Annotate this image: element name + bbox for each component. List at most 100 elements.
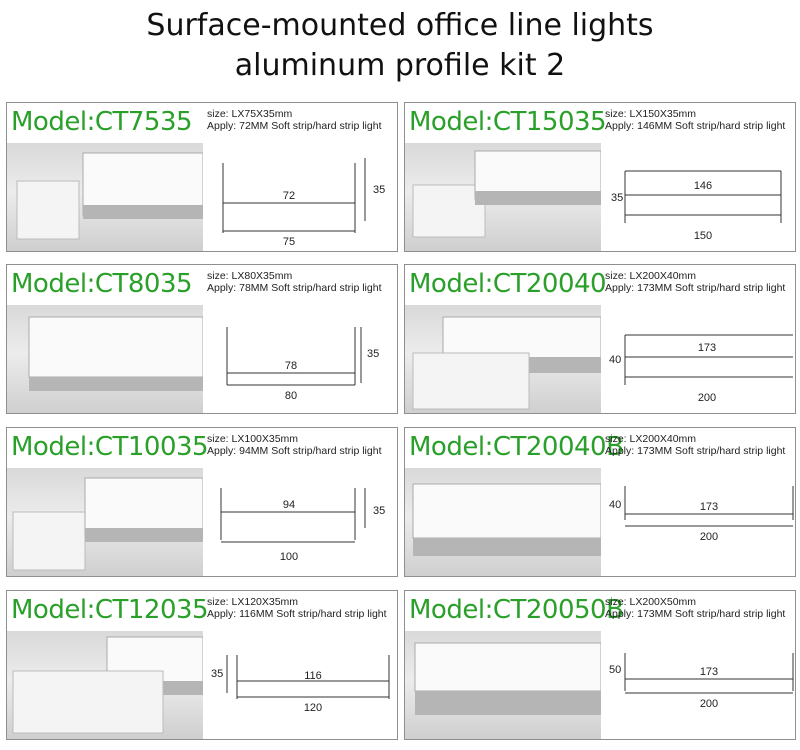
- height-label: 35: [611, 192, 623, 204]
- page-title-line-1: Surface-mounted office line lights: [146, 8, 654, 43]
- height-label: 35: [367, 348, 379, 360]
- cross-section-svg: 173 200 40: [609, 334, 793, 404]
- spec-text: size: LX150X35mm Apply: 146MM Soft strip…: [605, 108, 785, 132]
- cross-section-diagram: 72 75 35: [205, 143, 397, 251]
- card-header: Model:CT15035 size: LX150X35mm Apply: 14…: [405, 103, 795, 141]
- outer-width-label: 75: [283, 236, 295, 248]
- inner-width-label: 72: [283, 190, 295, 202]
- cross-section-svg: 78 80 35: [226, 327, 379, 402]
- spec-text: size: LX80X35mm Apply: 78MM Soft strip/h…: [207, 270, 382, 294]
- cross-section-diagram: 173 200 40: [603, 305, 795, 413]
- cross-section-svg: 94 100 35: [220, 488, 385, 563]
- cross-section-svg: 173 200 50: [609, 653, 794, 710]
- spec-text: size: LX200X40mm Apply: 173MM Soft strip…: [605, 433, 785, 457]
- cross-section-svg: 116 120 35: [211, 655, 390, 714]
- size-text: size: LX200X40mm: [605, 433, 697, 445]
- model-name: Model:CT20040B: [409, 432, 624, 462]
- inner-width-label: 78: [285, 360, 297, 372]
- inner-width-label: 173: [698, 342, 716, 354]
- model-name: Model:CT20040: [409, 269, 607, 299]
- profile-photo: [7, 305, 203, 413]
- card-header: Model:CT20040B size: LX200X40mm Apply: 1…: [405, 428, 795, 466]
- size-text: size: LX200X50mm: [605, 596, 697, 608]
- spec-text: size: LX200X50mm Apply: 173MM Soft strip…: [605, 596, 785, 620]
- inner-width-label: 173: [700, 501, 718, 513]
- profile-photo-art: [16, 152, 203, 240]
- model-name: Model:CT7535: [11, 107, 193, 137]
- spec-text: size: LX120X35mm Apply: 116MM Soft strip…: [207, 596, 387, 620]
- outer-width-label: 80: [285, 390, 297, 402]
- height-label: 50: [609, 664, 621, 676]
- inner-width-label: 146: [694, 180, 712, 192]
- outer-width-label: 200: [700, 698, 718, 710]
- inner-width-label: 94: [283, 499, 295, 511]
- size-text: size: LX200X40mm: [605, 270, 697, 282]
- profile-photo-art: [412, 150, 601, 238]
- size-text: size: LX100X35mm: [207, 433, 299, 445]
- product-card-ct7535: Model:CT7535 size: LX75X35mm Apply: 72MM…: [6, 102, 398, 252]
- model-name: Model:CT20050B: [409, 595, 624, 625]
- size-text: size: LX150X35mm: [605, 108, 697, 120]
- product-card-ct12035: Model:CT12035 size: LX120X35mm Apply: 11…: [6, 590, 398, 740]
- cross-section-diagram: 146 150 35: [603, 143, 795, 251]
- spec-text: size: LX200X40mm Apply: 173MM Soft strip…: [605, 270, 785, 294]
- product-card-ct15035: Model:CT15035 size: LX150X35mm Apply: 14…: [404, 102, 796, 252]
- cross-section-svg: 72 75 35: [222, 158, 385, 248]
- apply-text: Apply: 72MM Soft strip/hard strip light: [207, 120, 382, 132]
- apply-text: Apply: 116MM Soft strip/hard strip light: [207, 608, 387, 620]
- profile-photo-art: [412, 483, 601, 556]
- product-card-ct20040: Model:CT20040 size: LX200X40mm Apply: 17…: [404, 264, 796, 414]
- card-header: Model:CT12035 size: LX120X35mm Apply: 11…: [7, 591, 397, 629]
- apply-text: Apply: 78MM Soft strip/hard strip light: [207, 282, 382, 294]
- card-header: Model:CT20050B size: LX200X50mm Apply: 1…: [405, 591, 795, 629]
- size-text: size: LX75X35mm: [207, 108, 293, 120]
- spec-text: size: LX100X35mm Apply: 94MM Soft strip/…: [207, 433, 382, 457]
- inner-width-label: 173: [700, 666, 718, 678]
- cross-section-diagram: 173 200 40: [603, 468, 795, 576]
- card-header: Model:CT8035 size: LX80X35mm Apply: 78MM…: [7, 265, 397, 303]
- model-name: Model:CT12035: [11, 595, 209, 625]
- apply-text: Apply: 146MM Soft strip/hard strip light: [605, 120, 786, 132]
- cross-section-diagram: 78 80 35: [205, 305, 397, 413]
- cross-section-diagram: 173 200 50: [603, 631, 795, 739]
- apply-text: Apply: 173MM Soft strip/hard strip light: [605, 445, 786, 457]
- product-card-ct20050b: Model:CT20050B size: LX200X50mm Apply: 1…: [404, 590, 796, 740]
- outer-width-label: 120: [304, 702, 322, 714]
- outer-width-label: 150: [694, 230, 712, 242]
- size-text: size: LX80X35mm: [207, 270, 293, 282]
- outer-width-label: 200: [700, 531, 718, 543]
- page-title-line-2: aluminum profile kit 2: [234, 48, 566, 83]
- profile-photo: [405, 468, 601, 576]
- apply-text: Apply: 94MM Soft strip/hard strip light: [207, 445, 382, 457]
- cross-section-diagram: 94 100 35: [205, 468, 397, 576]
- height-label: 40: [609, 354, 621, 366]
- product-card-ct10035: Model:CT10035 size: LX100X35mm Apply: 94…: [6, 427, 398, 577]
- product-card-ct8035: Model:CT8035 size: LX80X35mm Apply: 78MM…: [6, 264, 398, 414]
- cross-section-svg: 146 150 35: [611, 170, 782, 242]
- model-name: Model:CT15035: [409, 107, 607, 137]
- profile-photo-art: [28, 316, 203, 391]
- inner-width-label: 116: [304, 670, 322, 682]
- apply-text: Apply: 173MM Soft strip/hard strip light: [605, 608, 786, 620]
- profile-photo: [7, 143, 203, 251]
- product-card-ct20040b: Model:CT20040B size: LX200X40mm Apply: 1…: [404, 427, 796, 577]
- model-name: Model:CT10035: [11, 432, 209, 462]
- profile-photo: [405, 143, 601, 251]
- outer-width-label: 200: [698, 392, 716, 404]
- profile-photo-art: [12, 636, 203, 734]
- cross-section-diagram: 116 120 35: [205, 631, 397, 739]
- height-label: 35: [373, 184, 385, 196]
- spec-text: size: LX75X35mm Apply: 72MM Soft strip/h…: [207, 108, 382, 132]
- card-header: Model:CT20040 size: LX200X40mm Apply: 17…: [405, 265, 795, 303]
- profile-photo-art: [412, 316, 601, 410]
- profile-photo-art: [12, 477, 203, 571]
- outer-width-label: 100: [280, 551, 298, 563]
- card-header: Model:CT10035 size: LX100X35mm Apply: 94…: [7, 428, 397, 466]
- cross-section-svg: 173 200 40: [609, 486, 794, 543]
- height-label: 35: [373, 505, 385, 517]
- model-name: Model:CT8035: [11, 269, 193, 299]
- height-label: 35: [211, 668, 223, 680]
- profile-photo: [405, 305, 601, 413]
- height-label: 40: [609, 499, 621, 511]
- size-text: size: LX120X35mm: [207, 596, 299, 608]
